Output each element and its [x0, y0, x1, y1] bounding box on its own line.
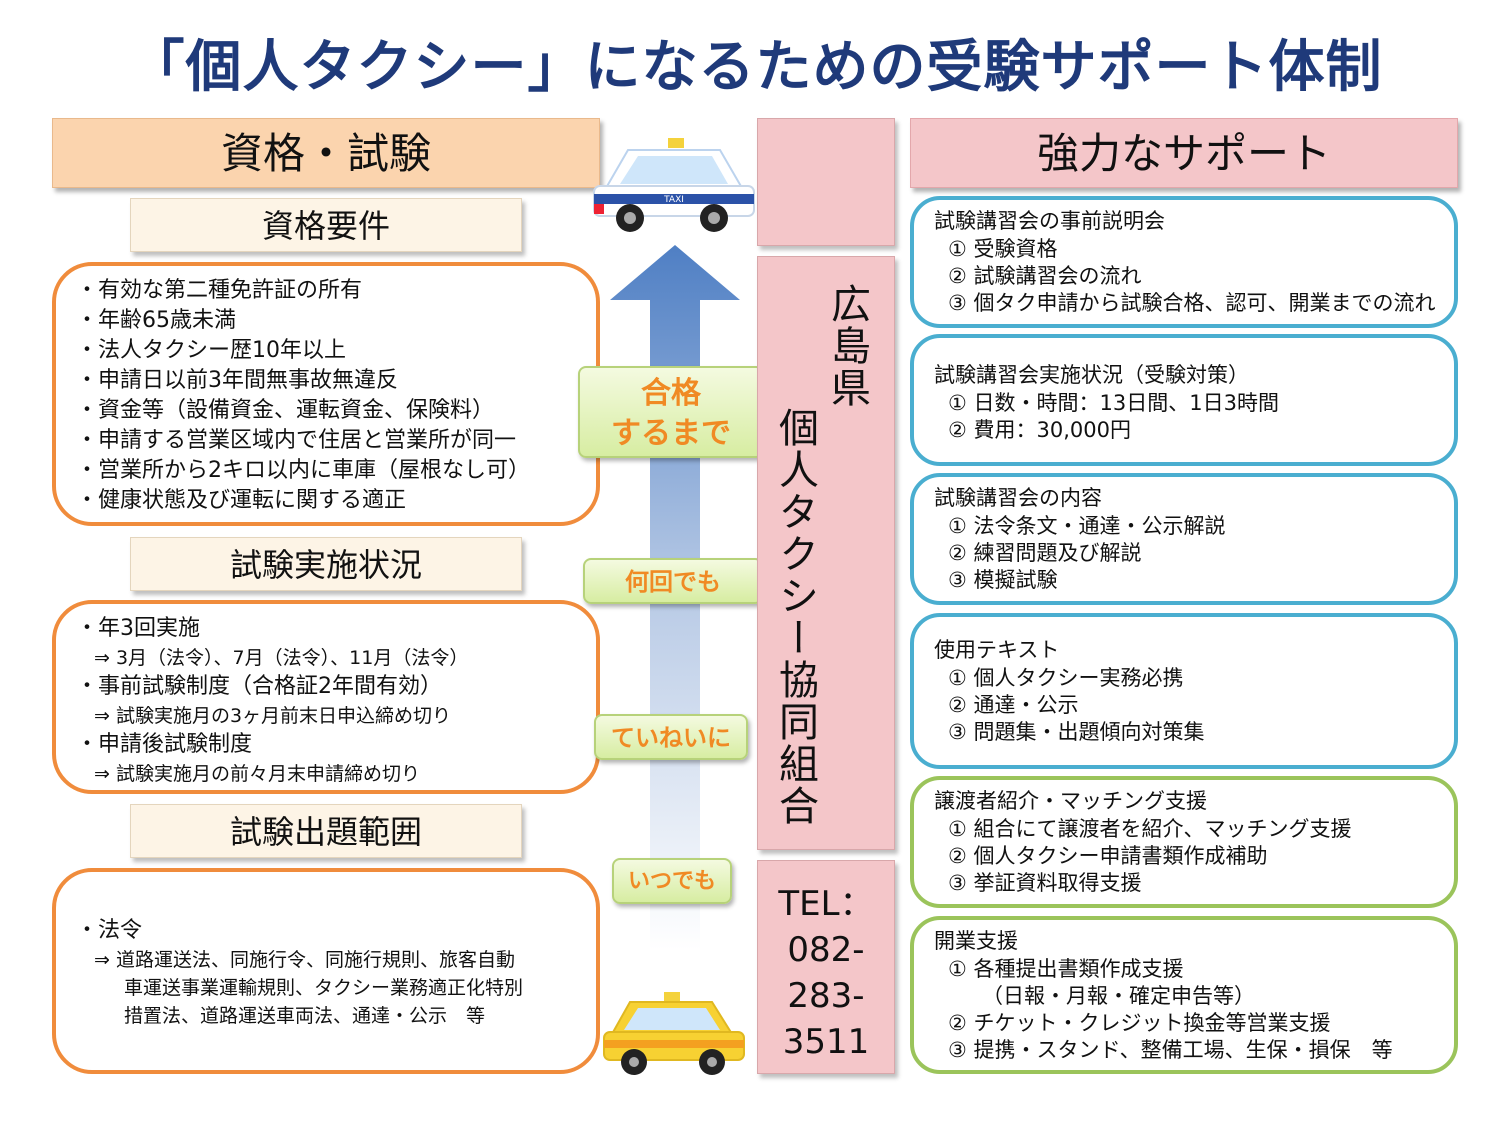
support-item: ② 費用：30,000円 — [948, 418, 1131, 442]
support-box-textbooks: 使用テキスト ① 個人タクシー実務必携 ② 通達・公示 ③ 問題集・出題傾向対策… — [910, 613, 1458, 769]
list-item: ・事前試験制度（合格証2年間有効） — [76, 674, 442, 699]
list-item: ・年齢65歳未満 — [76, 308, 236, 333]
pink-column-top — [757, 118, 895, 246]
support-item: ③ 模擬試験 — [948, 568, 1058, 592]
list-item: ・法人タクシー歴10年以上 — [76, 338, 346, 363]
badge-any-times: 何回でも — [583, 558, 763, 604]
tel-number-part: 3511 — [782, 1022, 870, 1062]
org-name: 個人タクシー協同組合 — [772, 407, 818, 827]
badge-carefully: ていねいに — [594, 714, 748, 760]
list-subitem: ⇒ 3月（法令）、7月（法令）、11月（法令） — [94, 647, 469, 669]
tel-panel: TEL： 082- 283- 3511 — [757, 860, 895, 1074]
support-box-matching: 譲渡者紹介・マッチング支援 ① 組合にて譲渡者を紹介、マッチング支援 ② 個人タ… — [910, 776, 1458, 908]
taxi-label: TAXI — [663, 195, 684, 205]
support-item: ③ 提携・スタンド、整備工場、生保・損保 等 — [948, 1038, 1393, 1062]
list-item: ・法令 — [76, 918, 143, 943]
page-title: 「個人タクシー」になるための受験サポート体制 — [128, 35, 1383, 100]
list-item: ・申請日以前3年間無事故無違反 — [76, 368, 398, 393]
support-box-title: 開業支援 — [934, 929, 1018, 953]
list-item: ・健康状態及び運転に関する適正 — [76, 488, 407, 513]
support-box-title: 譲渡者紹介・マッチング支援 — [934, 789, 1207, 813]
org-prefecture: 広島県 — [824, 283, 870, 409]
support-item: ① 各種提出書類作成支援 — [948, 957, 1184, 981]
support-box-title: 試験講習会の内容 — [934, 486, 1102, 510]
list-subitem: ⇒ 試験実施月の前々月末申請締め切り — [94, 763, 420, 785]
exam-status-box: ・年3回実施 ⇒ 3月（法令）、7月（法令）、11月（法令） ・事前試験制度（合… — [52, 600, 600, 794]
exam-scope-box: ・法令 ⇒ 道路運送法、同施行令、同施行規則、旅客自動 車運送事業運輸規則、タク… — [52, 868, 600, 1074]
left-header: 資格・試験 — [52, 118, 600, 188]
support-item: ① 個人タクシー実務必携 — [948, 666, 1184, 690]
tel-label: TEL： — [778, 884, 874, 924]
support-box-title: 試験講習会実施状況（受験対策） — [934, 363, 1249, 387]
support-item: ② 個人タクシー申請書類作成補助 — [948, 844, 1268, 868]
list-item: ・申請後試験制度 — [76, 732, 253, 757]
support-item: ② 試験講習会の流れ — [948, 264, 1142, 288]
qualification-title: 資格要件 — [130, 198, 522, 252]
badge-until-pass: 合格 するまで — [578, 366, 764, 458]
support-item: ③ 個タク申請から試験合格、認可、開業までの流れ — [948, 291, 1436, 315]
support-box-opening: 開業支援 ① 各種提出書類作成支援 （日報・月報・確定申告等） ② チケット・ク… — [910, 916, 1458, 1074]
support-box-seminar-status: 試験講習会実施状況（受験対策） ① 日数・時間：13日間、1日3時間 ② 費用：… — [910, 334, 1458, 466]
qualification-box: ・有効な第二種免許証の所有 ・年齢65歳未満 ・法人タクシー歴10年以上 ・申請… — [52, 262, 600, 526]
list-subitem: 措置法、道路運送車両法、通達・公示 等 — [124, 1005, 486, 1027]
taxi-white-icon: TAXI — [593, 138, 755, 232]
support-item: ② 通達・公示 — [948, 693, 1079, 717]
support-item: （日報・月報・確定申告等） — [982, 984, 1255, 1008]
list-item: ・年3回実施 — [76, 616, 200, 641]
support-item: ① 受験資格 — [948, 237, 1058, 261]
support-item: ① 日数・時間：13日間、1日3時間 — [948, 391, 1279, 415]
support-item: ② 練習問題及び解説 — [948, 541, 1142, 565]
list-item: ・有効な第二種免許証の所有 — [76, 278, 363, 303]
support-item: ② チケット・クレジット換金等営業支援 — [948, 1011, 1331, 1035]
support-item: ③ 挙証資料取得支援 — [948, 871, 1142, 895]
support-box-title: 試験講習会の事前説明会 — [934, 209, 1165, 233]
right-header: 強力なサポート — [910, 118, 1458, 188]
support-item: ① 組合にて譲渡者を紹介、マッチング支援 — [948, 817, 1352, 841]
support-box-briefing: 試験講習会の事前説明会 ① 受験資格 ② 試験講習会の流れ ③ 個タク申請から試… — [910, 196, 1458, 328]
tel-number-part: 082- — [787, 930, 865, 970]
list-item: ・営業所から2キロ以内に車庫（屋根なし可） — [76, 458, 530, 483]
support-box-seminar-content: 試験講習会の内容 ① 法令条文・通達・公示解説 ② 練習問題及び解説 ③ 模擬試… — [910, 473, 1458, 605]
badge-text: 合格 — [641, 376, 701, 411]
support-item: ③ 問題集・出題傾向対策集 — [948, 720, 1205, 744]
list-item: ・申請する営業区域内で住居と営業所が同一 — [76, 428, 517, 453]
badge-text: するまで — [611, 416, 731, 451]
exam-status-title: 試験実施状況 — [130, 537, 522, 591]
taxi-yellow-icon — [603, 992, 745, 1075]
support-item: ① 法令条文・通達・公示解説 — [948, 514, 1226, 538]
support-box-title: 使用テキスト — [934, 638, 1060, 662]
org-name-panel: 広島県 個人タクシー協同組合 — [757, 256, 895, 850]
exam-scope-title: 試験出題範囲 — [130, 804, 522, 858]
badge-anytime: いつでも — [612, 858, 732, 904]
list-item: ・資金等（設備資金、運転資金、保険料） — [76, 398, 495, 423]
list-subitem: 車運送事業運輸規則、タクシー業務適正化特別 — [124, 977, 524, 999]
tel-number-part: 283- — [787, 976, 865, 1016]
list-subitem: ⇒ 道路運送法、同施行令、同施行規則、旅客自動 — [94, 949, 515, 971]
list-subitem: ⇒ 試験実施月の3ヶ月前末日申込締め切り — [94, 705, 452, 727]
